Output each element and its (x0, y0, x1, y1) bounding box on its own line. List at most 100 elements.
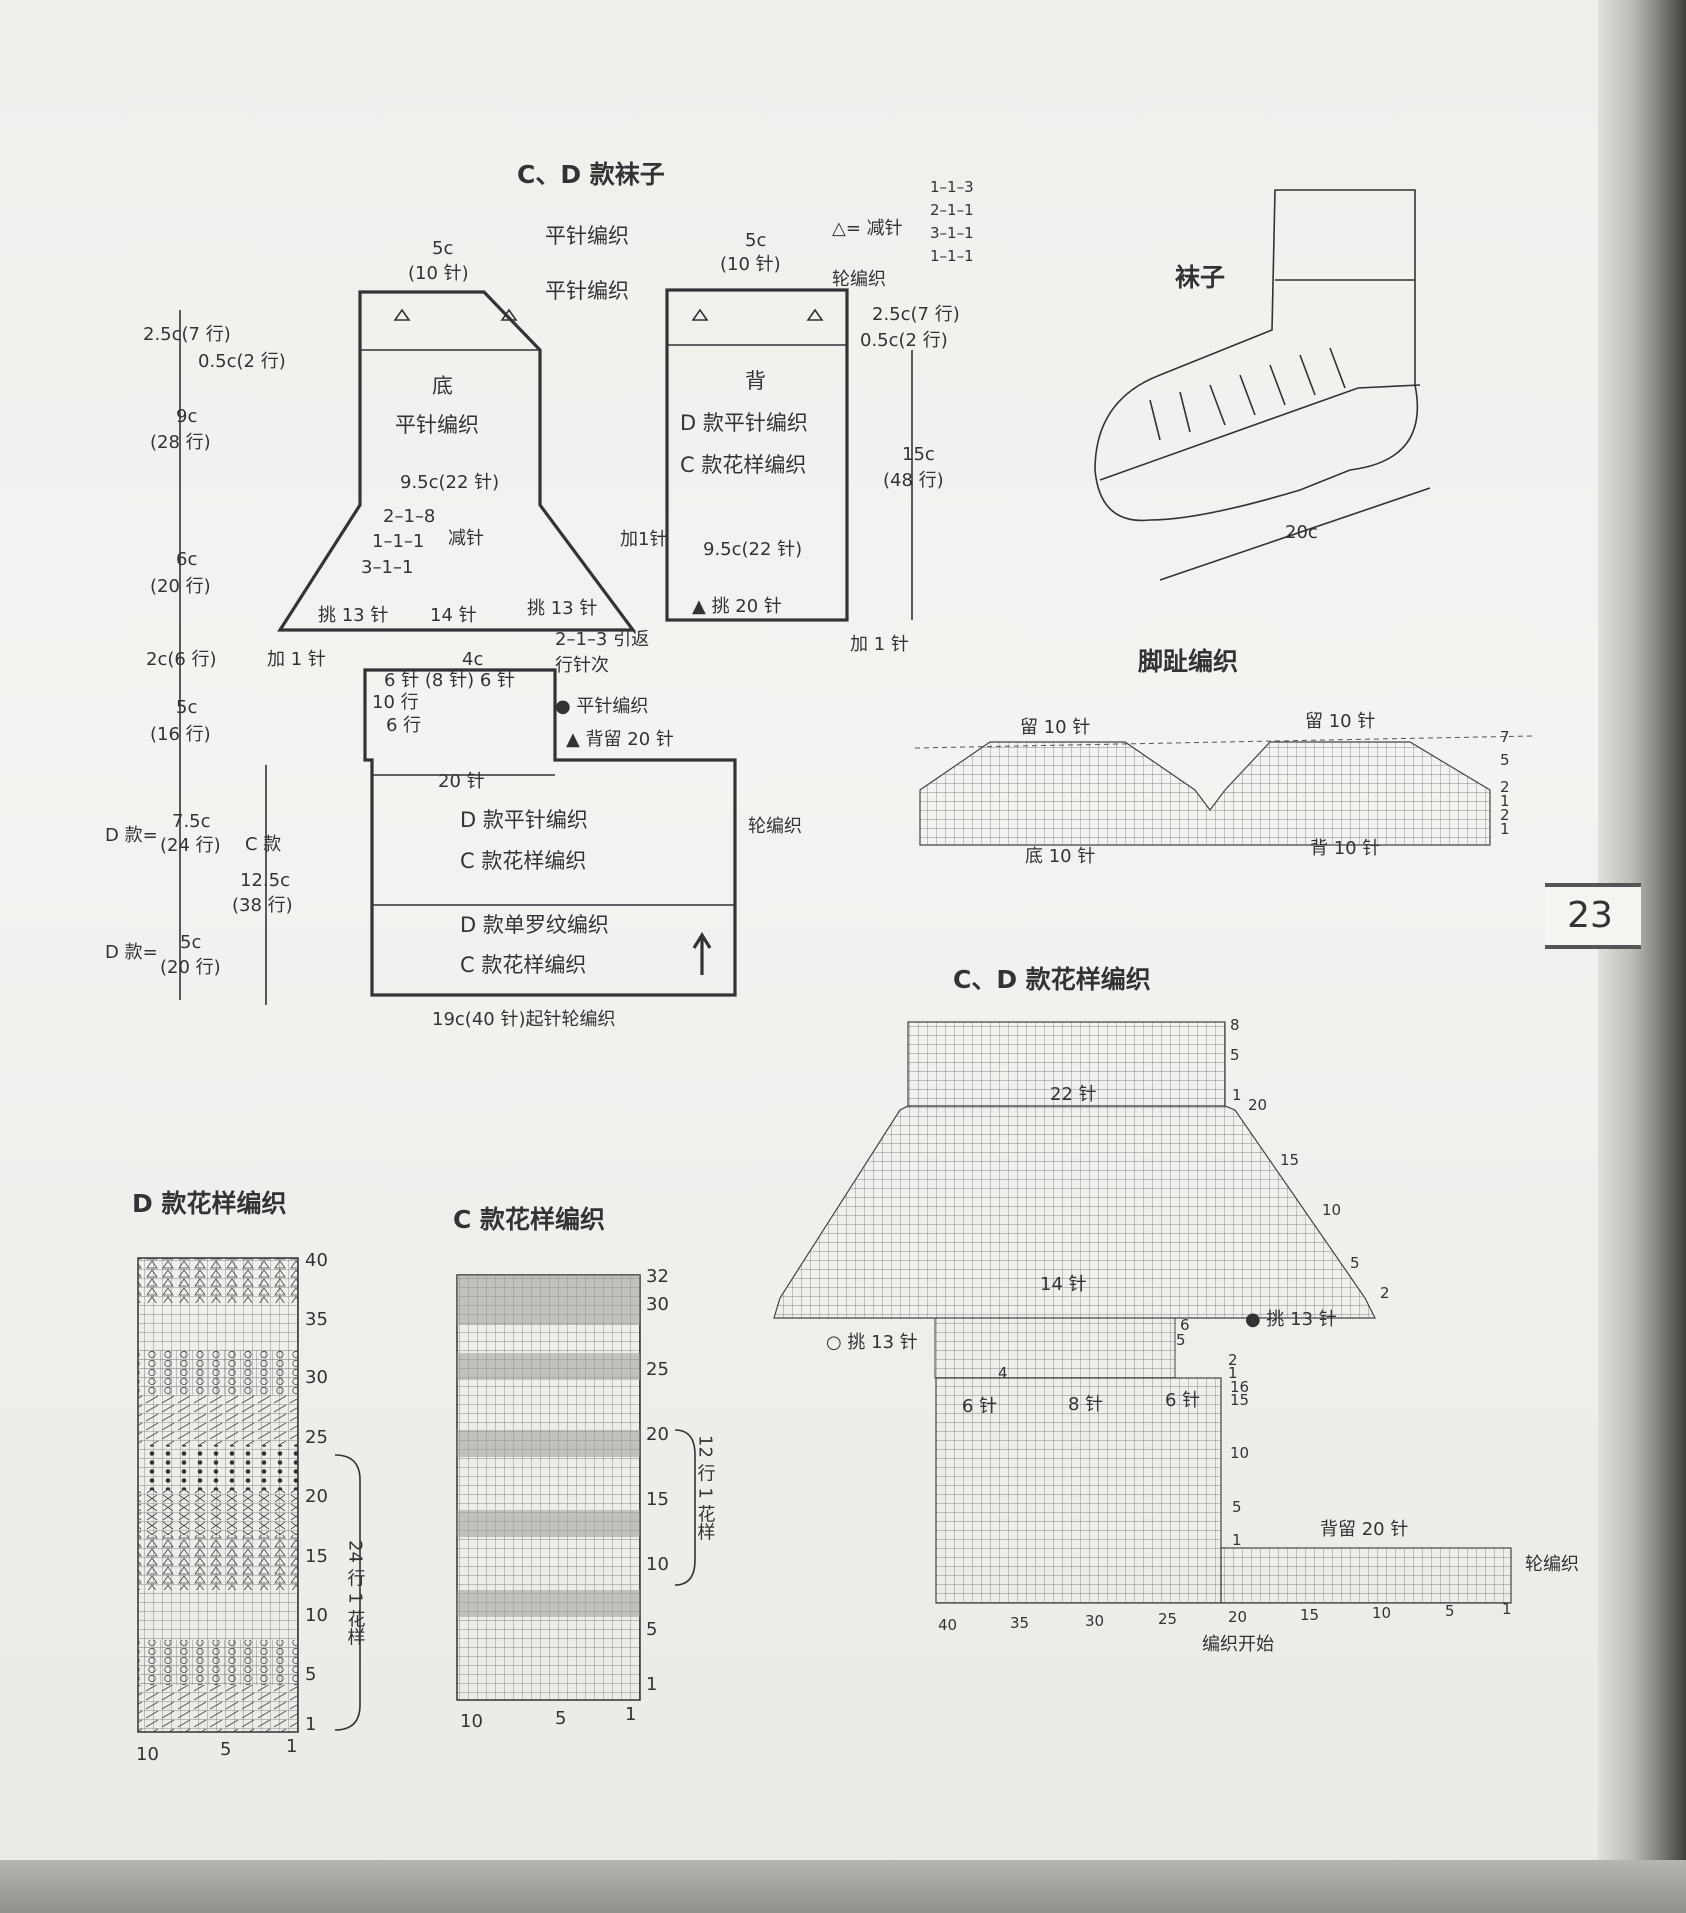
d-row-40: 40 (305, 1250, 328, 1271)
leg-round: 轮编织 (748, 816, 802, 837)
toe-left-w: 5c (432, 238, 453, 259)
toe-right-w: 5c (745, 230, 766, 251)
toe-row-2b: 2 (1500, 806, 1510, 824)
heel-dot-label: ● 平针编织 (555, 696, 648, 717)
d-repeat: 24 行 1 花样 (345, 1540, 366, 1646)
cd-x-30: 30 (1085, 1612, 1104, 1630)
c-row-25: 25 (646, 1359, 669, 1380)
main-sock-chart: C、D 款袜子 底 平针编织 9.5c(22 针) 2–1–8 1–1–1 3–… (105, 160, 974, 1030)
triangle-rule-prefix: △= 减针 (832, 218, 903, 239)
cd-r-6: 6 (1180, 1316, 1190, 1334)
c-row-32: 32 (646, 1266, 669, 1287)
page-number: 23 (1567, 895, 1613, 936)
left-dim-8: (16 行) (150, 724, 211, 745)
left-dim-7: 5c (176, 697, 197, 718)
cd-pattern-chart: C、D 款花样编织 22 针 14 针 ● 挑 13 针 ○ 挑 13 针 6 … (773, 965, 1579, 1655)
leg-dim-d2-v: 5c (180, 932, 201, 953)
book-spine (1598, 0, 1686, 1913)
d-col-10: 10 (136, 1744, 159, 1765)
d-row-15: 15 (305, 1546, 328, 1567)
left-dim-6: 2c(6 行) (146, 649, 217, 670)
page-bottom-edge (0, 1860, 1686, 1913)
toe-chart: 脚趾编织 留 10 针 留 10 针 底 10 针 背 10 针 7 5 2 1… (914, 647, 1533, 867)
leg-outline (363, 668, 737, 997)
sole-outline (277, 290, 637, 632)
d-row-20: 20 (305, 1486, 328, 1507)
toe-row-5: 5 (1500, 751, 1510, 769)
sole-label: 底 (432, 374, 453, 398)
heel-r10: 10 行 (372, 692, 419, 713)
cd-top-grid (773, 1105, 1376, 1319)
c-row-5: 5 (646, 1619, 657, 1640)
left-dim-0: 2.5c(7 行) (143, 324, 231, 345)
cd-r-10: 10 (1322, 1201, 1341, 1219)
cd-r-10b: 10 (1230, 1444, 1249, 1462)
d-col-5: 5 (220, 1739, 231, 1760)
cd-pick-right: ● 挑 13 针 (1245, 1309, 1337, 1330)
triangle-mark (500, 308, 518, 321)
toe-bottom-left: 底 10 针 (1025, 846, 1095, 867)
add-one-left: 加 1 针 (267, 649, 326, 670)
back-label: 背 (745, 369, 766, 393)
flat-knit-label-2: 平针编织 (545, 279, 629, 303)
toe-bottom-right: 背 10 针 (1310, 838, 1380, 859)
sock-outline (1094, 189, 1419, 522)
cd-6a: 6 针 (962, 1396, 997, 1417)
cd-r-20: 20 (1248, 1096, 1267, 1114)
pick-left: 挑 13 针 (318, 605, 388, 626)
cd-r-1: 1 (1232, 1086, 1242, 1104)
toe-row-1b: 1 (1500, 820, 1510, 838)
cd-6b: 6 针 (1165, 1390, 1200, 1411)
cd-r-1c: 1 (1232, 1531, 1242, 1549)
d-row-1: 1 (305, 1714, 316, 1735)
cd-r-1b: 1 (1228, 1364, 1238, 1382)
left-dim-1: 0.5c(2 行) (198, 351, 286, 372)
heel-r2b: 行针次 (555, 655, 609, 676)
cd-x-25: 25 (1158, 1610, 1177, 1628)
toe-row-1a: 1 (1500, 792, 1510, 810)
cd-r-16: 16 (1230, 1378, 1249, 1396)
cd-r-5c: 5 (1176, 1331, 1186, 1349)
sock-length: 20c (1285, 522, 1318, 543)
right-dim-d: (48 行) (883, 470, 944, 491)
flat-knit-label-1: 平针编织 (545, 224, 629, 248)
leg-d1: D 款平针编织 (460, 808, 588, 832)
toe-right-n: (10 针) (720, 254, 781, 275)
cd-r-5b: 5 (1350, 1254, 1360, 1272)
triangle-rule-4: 1–1–1 (930, 247, 974, 265)
cd-start: 编织开始 (1202, 1634, 1274, 1655)
cd-heel-grid (935, 1377, 1222, 1604)
triangle-rule-3: 3–1–1 (930, 224, 974, 242)
cd-x-10: 10 (1372, 1604, 1391, 1622)
heel-twenty: 20 针 (438, 771, 485, 792)
right-dim-b: 0.5c(2 行) (860, 330, 948, 351)
c-pattern-title: C 款花样编织 (453, 1205, 605, 1234)
left-dim-3: (28 行) (150, 432, 211, 453)
round-knit-label: 轮编织 (832, 269, 886, 290)
right-dim-c: 15c (902, 444, 935, 465)
triangle-rule-1: 1–1–3 (930, 178, 974, 196)
c-row-30: 30 (646, 1294, 669, 1315)
cd-r-15b: 15 (1230, 1391, 1249, 1409)
leg-dim-d2-lbl: D 款= (105, 942, 158, 963)
back-inc: 加 1 针 (850, 634, 909, 655)
back-inc-vertical: 加1针 (620, 529, 667, 550)
d-row-25: 25 (305, 1427, 328, 1448)
toe-keep-left: 留 10 针 (1020, 717, 1090, 738)
dec-rule-2: 1–1–1 (372, 531, 424, 552)
cd-leg-grid (1220, 1547, 1512, 1604)
triangle-rule-2: 2–1–1 (930, 201, 974, 219)
pick-mid: 14 针 (430, 605, 477, 626)
leg-c2: C 款花样编织 (460, 953, 586, 977)
cd-round: 轮编织 (1525, 1554, 1579, 1575)
left-dim-4: 6c (176, 549, 197, 570)
toe-keep-right: 留 10 针 (1305, 711, 1375, 732)
toe-left-n: (10 针) (408, 263, 469, 284)
leg-c1: C 款花样编织 (460, 849, 586, 873)
cd-x-40: 40 (938, 1616, 957, 1634)
cd-pattern-title: C、D 款花样编织 (953, 965, 1151, 994)
left-dim-5: (20 行) (150, 576, 211, 597)
d-row-30: 30 (305, 1367, 328, 1388)
sock-title: 袜子 (1175, 263, 1225, 292)
